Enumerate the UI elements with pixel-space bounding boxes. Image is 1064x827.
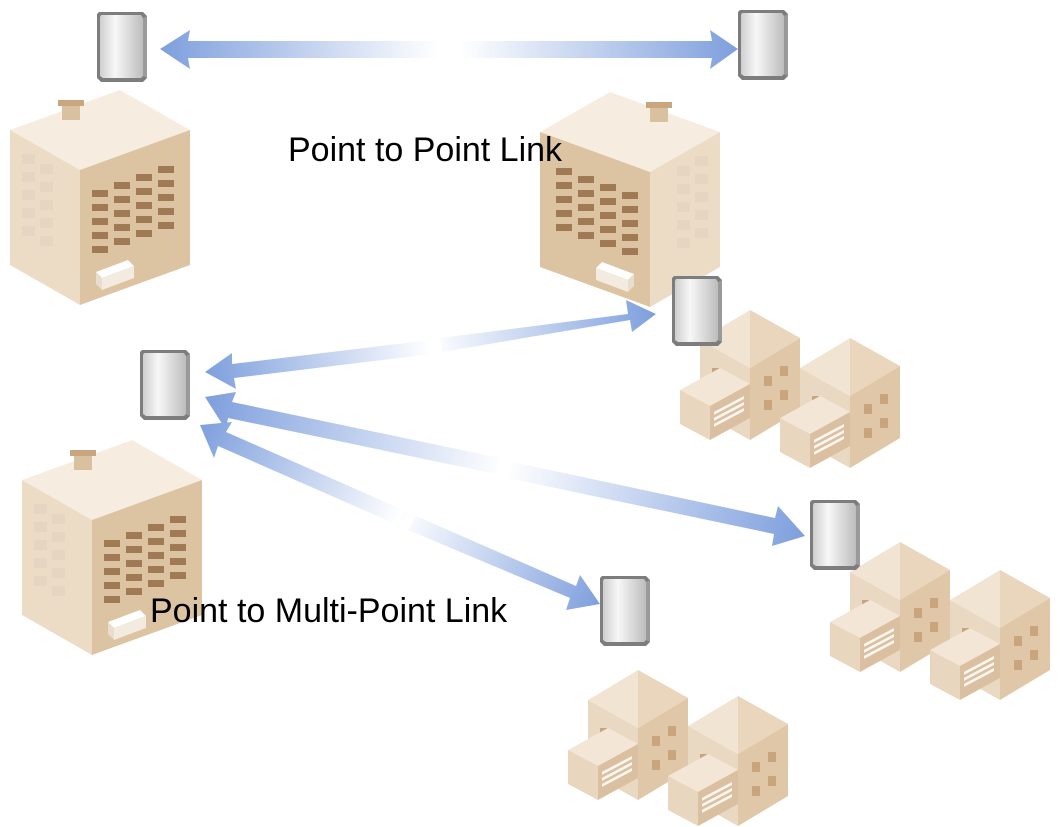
radio-unit-icon-ptmp-top (672, 276, 722, 346)
radio-unit-icon-ptmp-right (810, 500, 860, 570)
radio-unit-icon-ptmp-bottom (600, 576, 650, 646)
radio-unit-icon-ptmp-base (140, 350, 190, 420)
ptp-link-arrow (160, 30, 738, 69)
ptmp-link-arrows (200, 300, 805, 610)
ptp-link-label: Point to Point Link (288, 131, 563, 169)
office-building-icon-left-top (10, 90, 190, 305)
office-building-icon-right-top (540, 92, 720, 307)
arrow-to-houses-bottom (200, 422, 408, 526)
radio-unit-icon-ptp-right (738, 10, 788, 80)
radio-unit-icon-ptp-left (97, 12, 147, 82)
arrow-to-houses-top (205, 340, 432, 389)
arrow-to-houses-right (205, 392, 500, 474)
houses-icon-right (830, 542, 1050, 700)
ptmp-link-label: Point to Multi-Point Link (150, 592, 508, 630)
houses-icon-bottom (568, 670, 788, 826)
